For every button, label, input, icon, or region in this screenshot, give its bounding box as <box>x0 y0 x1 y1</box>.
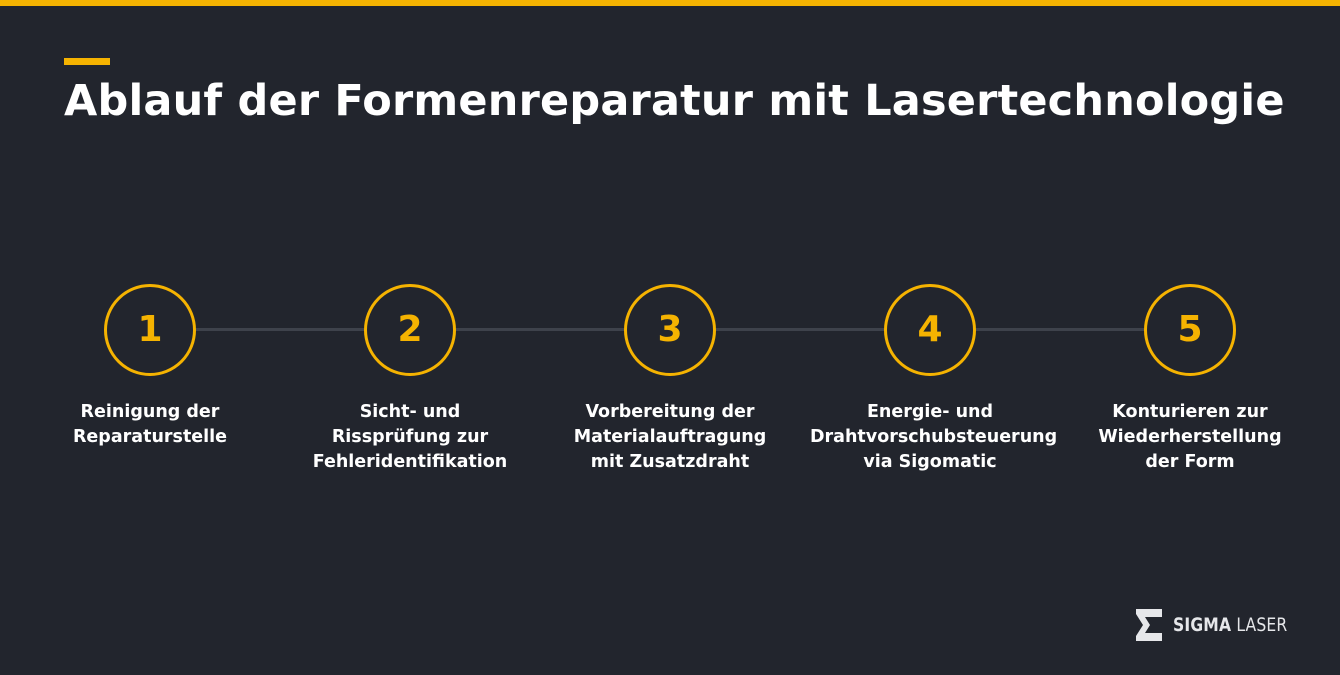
step-number-circle: 1 <box>104 284 196 376</box>
step-number-circle: 5 <box>1144 284 1236 376</box>
title-accent-line <box>64 58 110 65</box>
step-number: 1 <box>137 309 163 350</box>
step-label: Energie- und Drahtvorschubsteuerung via … <box>810 402 1058 472</box>
step-label: Sicht- und Rissprüfung zur Fehleridentif… <box>312 402 508 472</box>
process-step-1: 1 Reinigung der Reparaturstelle <box>30 284 270 484</box>
sigma-logo-icon <box>1136 609 1162 641</box>
process-step-2: 2 Sicht- und Rissprüfung zur Fehlerident… <box>290 284 530 484</box>
step-number-circle: 3 <box>624 284 716 376</box>
process-step-4: 4 Energie- und Drahtvorschubsteuerung vi… <box>810 284 1058 484</box>
step-label: Reinigung der Reparaturstelle <box>72 402 228 447</box>
logo-wordmark: SIGMA LASER <box>1173 614 1287 636</box>
process-step-5: 5 Konturieren zur Wiederherstellung der … <box>1070 284 1310 484</box>
step-label: Vorbereitung der Materialauftragung mit … <box>573 402 767 472</box>
step-number: 5 <box>1177 309 1203 350</box>
logo-word-laser: LASER <box>1236 614 1288 636</box>
sigma-laser-logo: SIGMA LASER <box>1133 608 1313 642</box>
process-step-3: 3 Vorbereitung der Materialauftragung mi… <box>550 284 790 484</box>
step-number-circle: 2 <box>364 284 456 376</box>
step-number: 2 <box>397 309 423 350</box>
page-title: Ablauf der Formenreparatur mit Lasertech… <box>64 76 1285 126</box>
step-number: 3 <box>657 309 683 350</box>
step-number: 4 <box>917 309 943 350</box>
step-label: Konturieren zur Wiederherstellung der Fo… <box>1098 402 1282 472</box>
step-number-circle: 4 <box>884 284 976 376</box>
logo-word-sigma: SIGMA <box>1173 614 1232 636</box>
top-accent-bar <box>0 0 1340 6</box>
